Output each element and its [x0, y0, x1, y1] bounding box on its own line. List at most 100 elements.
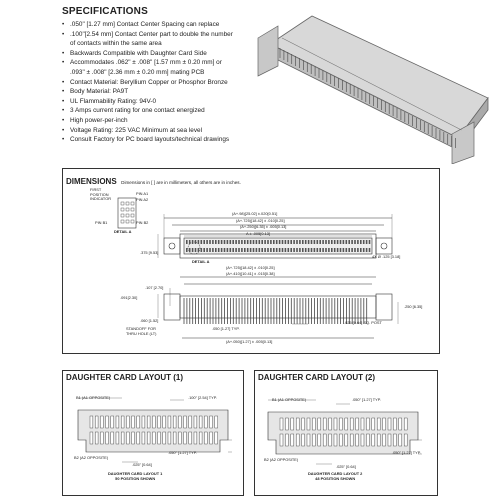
- card-pad: [387, 433, 392, 447]
- card-pad: [157, 431, 161, 445]
- card-pad: [89, 431, 94, 445]
- top-contact: [232, 240, 234, 244]
- card-pad: [312, 433, 316, 447]
- layout1-caption: DAUGHTER CARD LAYOUT 1 50 POSITION SHOWN: [108, 471, 163, 481]
- top-contact: [278, 248, 281, 252]
- dim-a-725: (A+.725)[18.42] ± .010[0.25]: [236, 218, 285, 223]
- card-pad: [193, 431, 198, 445]
- top-contact: [287, 248, 290, 252]
- spec-item: Body Material: PA9T: [62, 87, 262, 97]
- top-contact: [235, 248, 237, 252]
- layout1-pads: [89, 415, 218, 445]
- connector-contact: [340, 67, 345, 71]
- top-contact: [319, 240, 321, 244]
- connector-contact: [406, 101, 411, 105]
- card-pad: [398, 417, 402, 431]
- side-ear-left: [163, 293, 181, 321]
- top-contact: [316, 248, 319, 252]
- connector-contact: [301, 47, 306, 51]
- detail-a-pin: [120, 213, 125, 218]
- card-pad: [188, 431, 192, 445]
- mount-hole-right: [380, 242, 388, 250]
- layout1-b1-label: B1 (A1 OPPOSITE): [76, 395, 111, 400]
- connector-contact: [281, 37, 287, 41]
- card-pad: [146, 431, 151, 445]
- top-contact: [304, 248, 307, 252]
- card-pad: [89, 415, 94, 429]
- top-contact: [310, 240, 313, 244]
- top-contact: [281, 240, 284, 244]
- top-contact: [284, 248, 287, 252]
- top-contact: [322, 248, 324, 252]
- card-pad: [306, 417, 311, 431]
- card-pad: [214, 431, 218, 445]
- spec-item: High power-per-inch: [62, 116, 262, 126]
- layout2-drawing: [267, 399, 422, 465]
- top-contact: [267, 240, 269, 244]
- card-pad: [131, 415, 135, 429]
- card-pad: [214, 415, 218, 429]
- card-pad: [141, 415, 146, 429]
- dim-a-725-lower: (A+.725)[18.42] ± .010[0.25]: [226, 265, 275, 270]
- card-pad: [339, 417, 343, 431]
- connector-body: [257, 15, 489, 164]
- spec-item: Consult Factory for PC board layouts/tec…: [62, 135, 262, 145]
- top-contact: [212, 248, 214, 252]
- card-pad: [172, 415, 177, 429]
- spec-item: .050" [1.27 mm] Contact Center Spacing c…: [62, 20, 262, 30]
- card-pad: [105, 415, 109, 429]
- top-contact: [299, 248, 301, 252]
- card-pad: [344, 433, 348, 447]
- top-contact: [188, 240, 191, 244]
- card-pad: [393, 433, 397, 447]
- card-pad: [131, 431, 135, 445]
- connector-contact: [313, 53, 318, 57]
- card-pad: [152, 431, 156, 445]
- layout1-b2-label: B2 (A2 OPPOSITE): [74, 455, 109, 460]
- card-pad: [322, 433, 327, 447]
- dim-a: A ± .005[0.13]: [246, 231, 270, 236]
- card-pad: [355, 433, 359, 447]
- card-pad: [403, 417, 408, 431]
- top-contact: [336, 240, 339, 244]
- top-contact: [191, 240, 194, 244]
- top-contact: [328, 248, 330, 252]
- card-pad: [349, 417, 354, 431]
- card-pad: [100, 415, 104, 429]
- pin-b2-label: PIN B2: [136, 220, 149, 225]
- top-contact: [307, 240, 310, 244]
- card-pad: [306, 433, 311, 447]
- card-pad: [366, 433, 370, 447]
- top-contact: [229, 240, 232, 244]
- card-pad: [167, 415, 172, 429]
- card-pad: [110, 431, 114, 445]
- sq-post-callout: .025 [0.64] SQ. POST: [344, 320, 382, 325]
- top-contact: [264, 240, 266, 244]
- card-pad: [209, 415, 213, 429]
- top-contact: [313, 248, 316, 252]
- top-contact: [200, 248, 203, 252]
- connector-contact: [437, 117, 443, 121]
- card-pad: [301, 433, 305, 447]
- card-pad: [296, 417, 300, 431]
- card-pad: [398, 433, 402, 447]
- card-pad: [344, 417, 348, 431]
- connector-contact: [332, 63, 337, 67]
- card-pad: [136, 431, 140, 445]
- detail-a-pin: [125, 213, 130, 218]
- top-contact: [241, 248, 243, 252]
- spec-item: .093" ± .008" [2.36 mm ± 0.20 mm] mating…: [70, 68, 205, 76]
- card-pad: [296, 433, 300, 447]
- connector-ear-right: [375, 237, 393, 255]
- top-contact: [275, 240, 278, 244]
- top-contact: [302, 248, 304, 252]
- top-contact: [296, 240, 298, 244]
- card-pad: [333, 417, 338, 431]
- top-contact: [220, 240, 223, 244]
- side-ear-right: [375, 293, 393, 321]
- connector-contact: [394, 95, 400, 99]
- top-contact: [194, 248, 197, 252]
- detail-a-pin: [120, 207, 125, 212]
- connector-contact: [305, 49, 310, 53]
- card-pad: [322, 417, 327, 431]
